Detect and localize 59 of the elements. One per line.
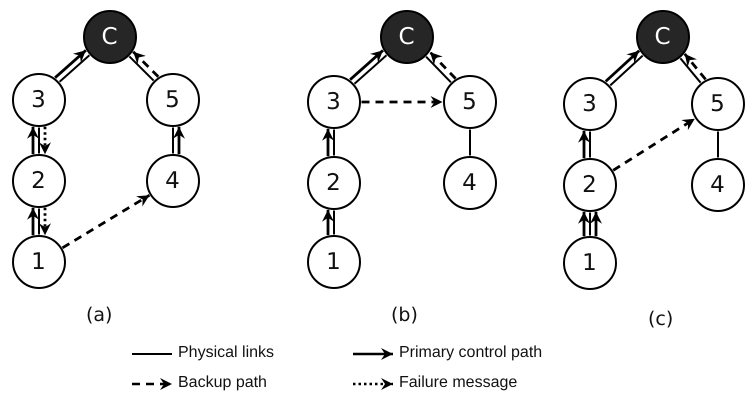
arrow bbox=[590, 212, 602, 236]
link-line bbox=[38, 208, 40, 234]
arrow bbox=[612, 118, 696, 172]
link-line bbox=[38, 128, 40, 154]
link-line bbox=[128, 56, 154, 82]
node-circle: C bbox=[82, 10, 136, 64]
node-circle: 3 bbox=[562, 76, 616, 130]
arrow bbox=[62, 194, 150, 249]
node-circle: C bbox=[636, 10, 690, 64]
link-line bbox=[610, 54, 644, 86]
arrow bbox=[173, 126, 185, 154]
node-circle: 5 bbox=[690, 76, 744, 130]
link-line bbox=[333, 130, 335, 156]
node-circle: 2 bbox=[306, 156, 360, 210]
node-circle: 5 bbox=[146, 72, 200, 126]
node-circle: 4 bbox=[442, 156, 496, 210]
arrow bbox=[429, 51, 457, 80]
arrow bbox=[39, 126, 51, 154]
panel-label: (b) bbox=[391, 304, 418, 326]
node-circle: 1 bbox=[562, 236, 616, 290]
link-line bbox=[354, 54, 388, 84]
node-circle: 1 bbox=[306, 234, 360, 288]
link-line bbox=[58, 54, 90, 82]
link-line bbox=[589, 212, 591, 236]
node-circle: 4 bbox=[690, 158, 744, 212]
node-circle: 4 bbox=[146, 154, 200, 208]
arrow bbox=[322, 128, 334, 156]
legend-text: Primary control path bbox=[399, 344, 542, 362]
link-line bbox=[680, 58, 702, 84]
arrow bbox=[54, 49, 87, 79]
arrow bbox=[322, 210, 334, 236]
arrow bbox=[132, 50, 160, 78]
arrow bbox=[39, 208, 51, 236]
link-line bbox=[589, 132, 591, 158]
node-circle: C bbox=[380, 10, 434, 64]
arrow bbox=[27, 208, 39, 236]
legend-text: Backup path bbox=[178, 374, 267, 392]
arrow bbox=[578, 130, 590, 158]
link-line bbox=[469, 130, 471, 156]
panel-label: (c) bbox=[648, 308, 674, 330]
arrow bbox=[362, 96, 442, 108]
arrow bbox=[27, 126, 39, 154]
node-circle: 2 bbox=[12, 154, 66, 208]
legend-text: Physical links bbox=[178, 344, 274, 362]
node-circle: 3 bbox=[12, 72, 66, 126]
arrow bbox=[349, 49, 384, 81]
arrow bbox=[604, 50, 640, 82]
arrow bbox=[684, 53, 707, 80]
link-line bbox=[172, 128, 174, 154]
legend-text: Failure message bbox=[399, 374, 518, 392]
node-circle: 3 bbox=[306, 74, 360, 128]
node-circle: 5 bbox=[442, 74, 496, 128]
link-line bbox=[717, 132, 719, 158]
node-circle: 2 bbox=[562, 158, 616, 212]
panel-label: (a) bbox=[86, 304, 112, 326]
arrow bbox=[578, 212, 590, 236]
link-line bbox=[333, 210, 335, 234]
link-line bbox=[425, 56, 452, 83]
node-circle: 1 bbox=[12, 234, 66, 288]
